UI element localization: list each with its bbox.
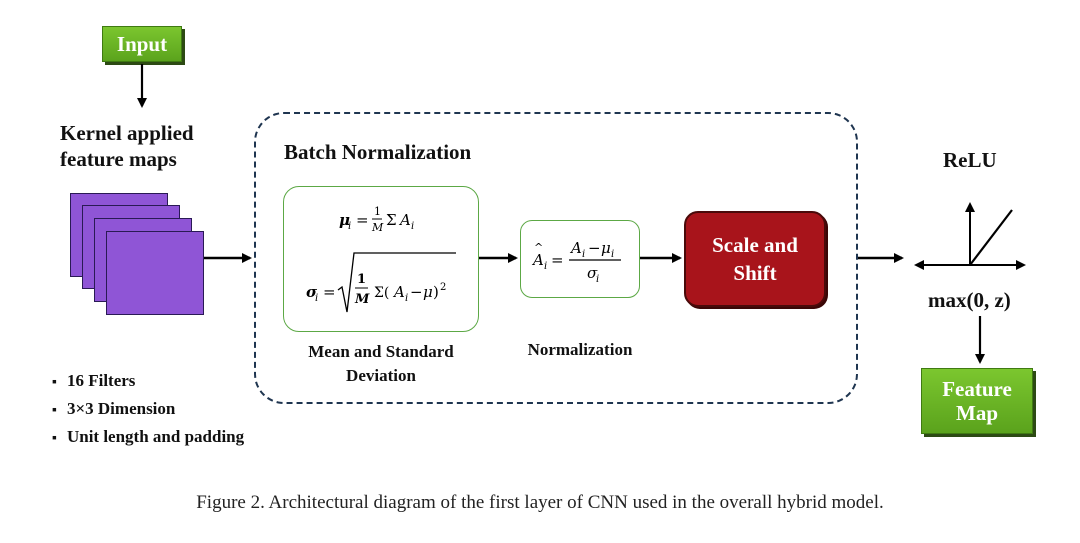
bullet-item: 16 Filters (52, 368, 244, 396)
svg-text:Σ: Σ (386, 211, 397, 229)
svg-text:i: i (411, 221, 414, 232)
scale-shift-node: Scale and Shift (684, 211, 826, 307)
svg-text:M: M (371, 221, 384, 234)
svg-text:A: A (398, 211, 411, 229)
input-node: Input (102, 26, 182, 62)
svg-text:σ: σ (587, 264, 598, 282)
kernel-title: Kernel applied feature maps (60, 121, 194, 171)
svg-text:−: − (410, 283, 423, 301)
svg-text:i: i (582, 249, 585, 260)
relu-function: max(0, z) (928, 288, 1011, 312)
svg-text:=: = (356, 211, 369, 229)
svg-text:A: A (392, 283, 405, 301)
svg-text:−: − (588, 239, 601, 257)
relu-title: ReLU (943, 148, 997, 172)
mean-std-formula-box: μ i = 1 M Σ A i σ i = 1 M Σ( A i − μ ) 2 (283, 186, 479, 332)
svg-text:A: A (531, 251, 544, 269)
svg-text:i: i (348, 221, 351, 232)
svg-text:i: i (405, 293, 408, 304)
filter-specs-list: 16 Filters 3×3 Dimension Unit length and… (52, 368, 244, 452)
mean-std-formulas: μ i = 1 M Σ A i σ i = 1 M Σ( A i − μ ) 2 (306, 205, 456, 313)
input-label: Input (116, 31, 168, 56)
svg-text:): ) (433, 283, 439, 301)
batch-norm-frame (254, 112, 858, 404)
normalization-label: Normalization (527, 340, 633, 359)
batch-norm-title: Batch Normalization (284, 140, 472, 164)
svg-text:σ: σ (306, 283, 318, 301)
svg-text:i: i (596, 274, 599, 285)
normalization-formula: A ^ i = A i − μ i σ i (531, 239, 621, 285)
relu-plot (914, 202, 1026, 270)
feature-map-sheet (106, 231, 204, 315)
figure-caption: Figure 2. Architectural diagram of the f… (196, 492, 884, 513)
svg-text:μ: μ (601, 239, 611, 257)
svg-text:i: i (611, 249, 614, 260)
bullet-item: 3×3 Dimension (52, 396, 244, 424)
svg-text:=: = (551, 251, 564, 269)
svg-text:M: M (354, 292, 370, 307)
normalization-formula-box: A ^ i = A i − μ i σ i (520, 220, 640, 298)
svg-text:i: i (315, 293, 318, 304)
svg-text:μ: μ (423, 283, 433, 301)
mean-std-label: Mean and Standard Deviation (308, 342, 454, 385)
svg-text:i: i (544, 261, 547, 272)
svg-text:1: 1 (374, 205, 381, 218)
svg-text:^: ^ (534, 241, 543, 254)
svg-text:Σ(: Σ( (374, 285, 389, 301)
svg-text:A: A (569, 239, 582, 257)
svg-text:=: = (323, 283, 336, 301)
svg-text:μ: μ (339, 211, 350, 229)
svg-text:2: 2 (440, 282, 446, 293)
svg-text:1: 1 (357, 272, 366, 287)
feature-map-node: Feature Map (921, 368, 1033, 434)
bullet-item: Unit length and padding (52, 424, 244, 452)
